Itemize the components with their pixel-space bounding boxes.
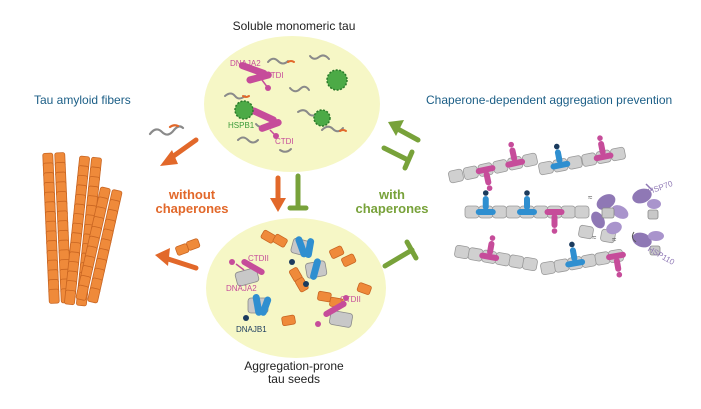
inhibitor-bar-seeds — [382, 239, 419, 269]
chaperone-bound-fibril-row-3 — [464, 190, 590, 234]
label-dnaja2-bottom: DNAJA2 — [226, 284, 257, 293]
chaperone-bound-fibril-row-1 — [447, 141, 539, 191]
dnaja2-seed-complex-2 — [315, 295, 353, 328]
label-ctdi-top-1: CTDI — [265, 71, 284, 80]
hspb1-oligomer-icon — [234, 69, 348, 127]
label-hspb1: HSPB1 — [228, 121, 255, 130]
label-ctdii-bottom-2: CTDII — [340, 295, 361, 304]
arrow-prevention-to-monomer — [388, 120, 421, 143]
label-ctdii-bottom-1: CTDII — [248, 254, 269, 263]
label-without-chaperones: without chaperones — [150, 187, 234, 217]
label-dnajb1: DNAJB1 — [236, 325, 267, 334]
small-tau-seed-icon — [175, 238, 201, 256]
dnaja2-seed-complex-1 — [229, 259, 265, 287]
hsp70-machinery-icon: ≈ ≈ ≈ — [588, 193, 629, 244]
tau-seeds-group — [260, 229, 372, 327]
label-ctdi-top-2: CTDI — [275, 137, 294, 146]
dnaja2-monomer-complex-2 — [250, 107, 282, 139]
label-chaperone-dependent-prevention: Chaperone-dependent aggregation preventi… — [426, 93, 673, 107]
svg-text:≈: ≈ — [612, 235, 617, 244]
label-with-chaperones-word: chaperones — [355, 201, 429, 217]
label-aggregation-prone-tau-seeds: Aggregation-prone tau seeds — [244, 359, 344, 387]
chaperone-bound-fibril-row-2 — [537, 135, 627, 176]
dnajb1-seed-complex-1 — [289, 236, 315, 265]
label-with: with — [379, 187, 405, 202]
label-aggregation-prone: Aggregation-prone — [244, 359, 344, 373]
monomeric-tau-pool — [204, 36, 380, 172]
label-soluble-monomeric-tau: Soluble monomeric tau — [232, 19, 356, 33]
hsp70-free-icon — [632, 183, 661, 220]
label-tau-seeds: tau seeds — [267, 372, 321, 387]
dnajb1-seed-complex-2 — [303, 258, 328, 287]
svg-text:≈: ≈ — [588, 193, 593, 202]
free-tau-monomer-icon — [148, 125, 185, 136]
hsp110-free-icon — [631, 231, 664, 256]
label-without: without — [168, 187, 216, 202]
inhibitor-bar-vertical — [287, 173, 309, 211]
svg-text:≈: ≈ — [592, 233, 597, 242]
chaperone-bound-fibril-row-5 — [539, 241, 626, 278]
arrow-monomer-to-fibers — [160, 137, 199, 166]
tau-amyloid-fiber-icon — [42, 152, 123, 307]
chaperone-bound-fibril-row-4 — [453, 235, 539, 272]
arrow-seeds-to-fibers — [155, 248, 199, 271]
label-with-chaperones: with chaperones — [350, 187, 434, 217]
arrow-monomer-to-seeds — [270, 175, 286, 212]
inhibitor-bar-monomer — [381, 145, 415, 171]
dnaja2-monomer-complex-1 — [238, 62, 272, 91]
label-dnaja2-top: DNAJA2 — [230, 59, 261, 68]
label-without-chaperones-word: chaperones — [155, 201, 229, 217]
dnajb1-seed-complex-3 — [243, 294, 272, 321]
label-tau-amyloid-fibers: Tau amyloid fibers — [34, 93, 131, 107]
